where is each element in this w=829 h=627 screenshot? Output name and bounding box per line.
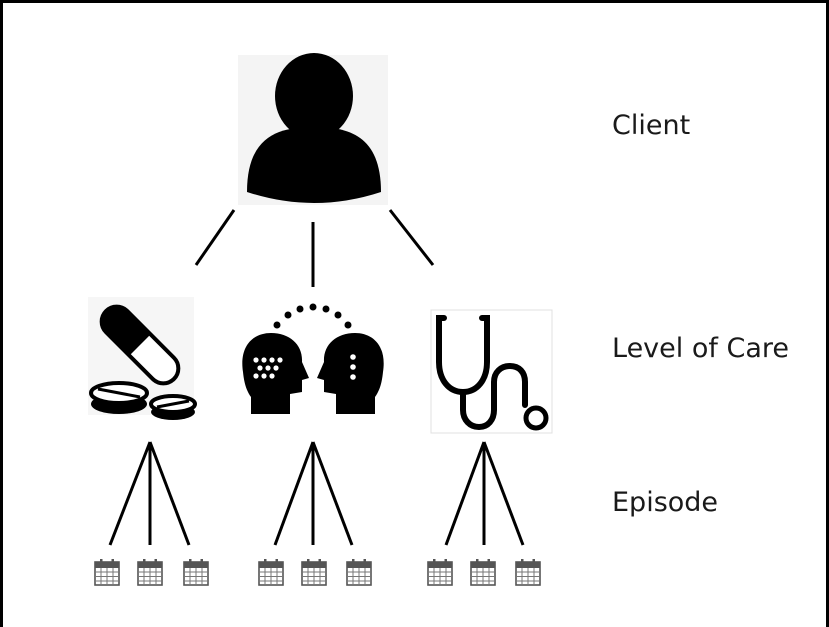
episode-connectors (108, 441, 525, 546)
level-label-episode: Episode (612, 487, 719, 518)
therapy-heads-icon (242, 303, 384, 414)
client-connectors (194, 209, 435, 287)
calendar-icon (137, 558, 163, 586)
person-icon (238, 53, 388, 205)
stethoscope-icon (430, 309, 553, 434)
calendar-icon (470, 558, 496, 586)
level-label-client: Client (612, 110, 691, 141)
calendar-icon (258, 558, 284, 586)
level-label-level-of-care: Level of Care (612, 333, 789, 364)
calendar-icon (346, 558, 372, 586)
calendar-icon (301, 558, 327, 586)
calendar-icons (94, 558, 541, 586)
calendar-icon (427, 558, 453, 586)
calendar-icon (94, 558, 120, 586)
calendar-icon (183, 558, 209, 586)
pills-icon (88, 297, 197, 420)
calendar-icon (515, 558, 541, 586)
